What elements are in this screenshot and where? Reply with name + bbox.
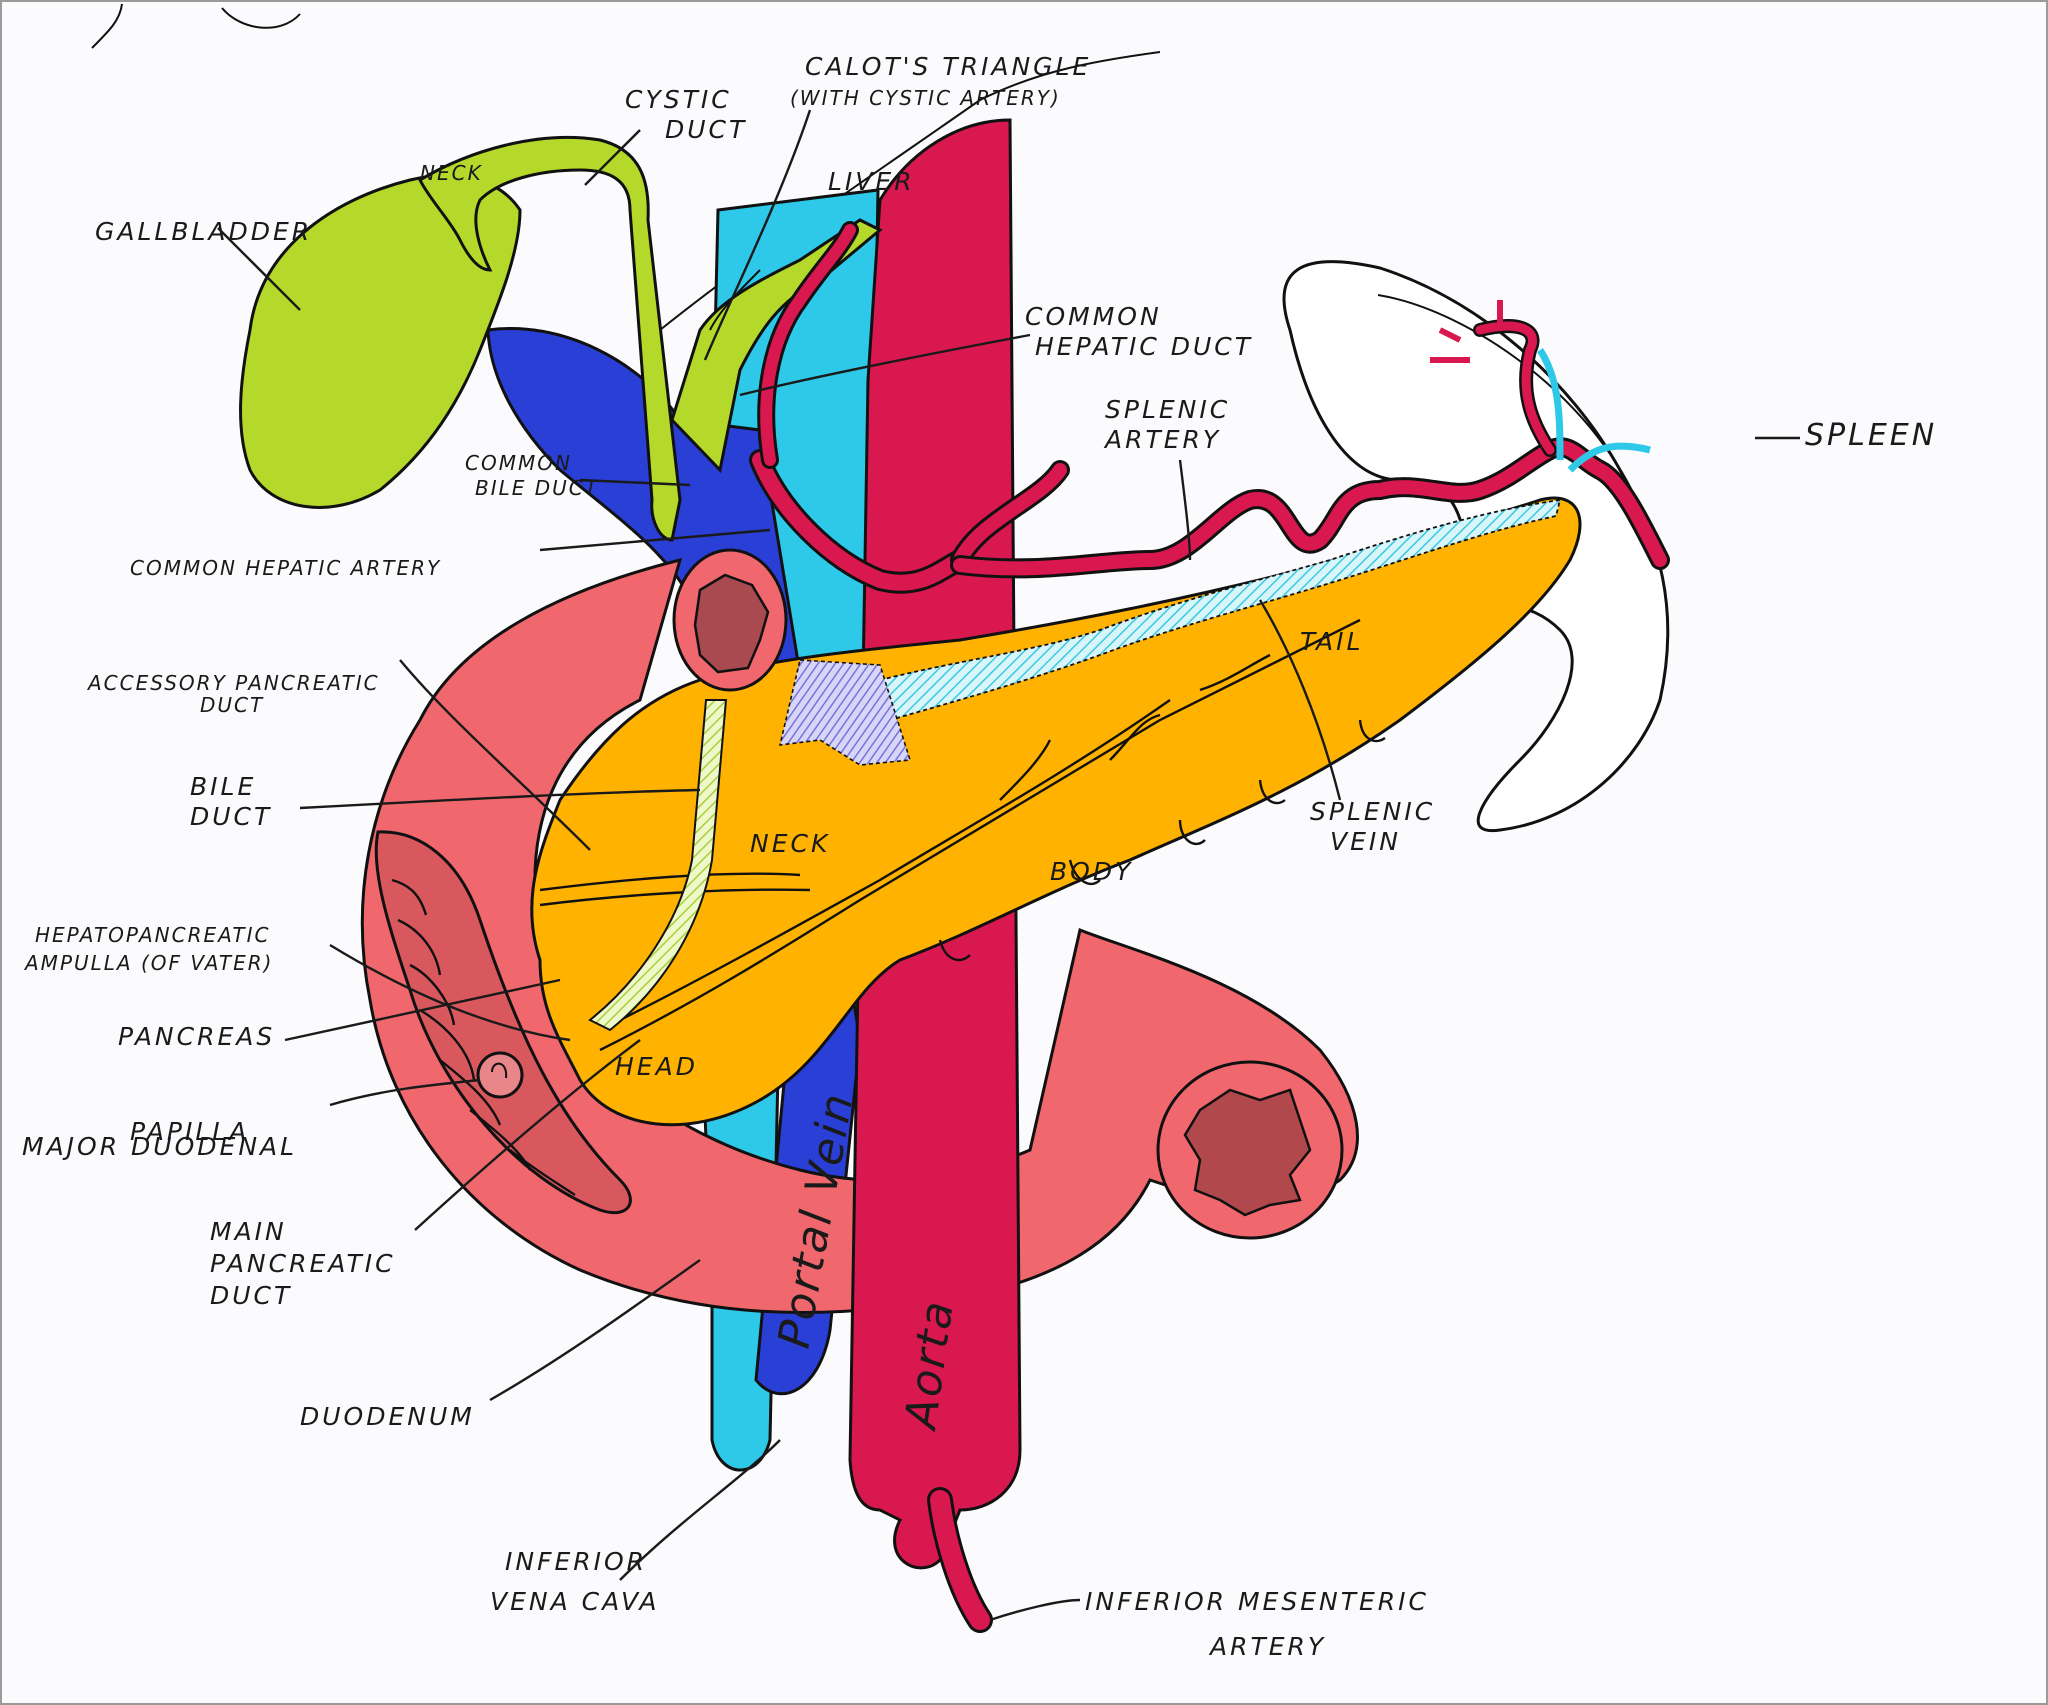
label-bile-duct-2: DUCT [190,802,272,831]
label-ima-1: INFERIOR MESENTERIC [1085,1587,1429,1616]
label-main-pancreatic-duct-3: DUCT [210,1281,292,1310]
label-accessory-pancreatic-duct-2: DUCT [200,693,264,717]
duodenum-lumen [1183,1088,1312,1217]
common-hepatic-artery [749,221,1070,594]
papilla-opening [491,1062,508,1079]
label-neck-pancreas: NECK [750,829,830,858]
major-duodenal-papilla [476,1051,524,1099]
label-hepatopancreatic-1: HEPATOPANCREATIC [35,923,270,947]
label-ima-2: ARTERY [1208,1632,1326,1661]
label-hepatopancreatic-2: AMPULLA (OF VATER) [23,951,273,975]
leader-lines [217,109,1800,1622]
label-cystic-duct-2: DUCT [665,115,747,144]
label-duodenum: DUODENUM [300,1402,475,1431]
label-pancreas: PANCREAS [118,1022,275,1051]
label-common-hepatic-duct-1: COMMON [1025,302,1162,331]
label-gallbladder: GALLBLADDER [95,217,312,246]
label-common-hepatic-duct-2: HEPATIC DUCT [1035,332,1253,361]
label-ivc-1: INFERIOR [505,1547,647,1576]
cut-vessel-lumen [693,573,770,674]
label-tail: TAIL [1300,627,1363,656]
label-major-duodenal-papilla-2: PAPILLA [130,1117,249,1146]
duodenum-inner-wall [374,830,632,1215]
splenic-vein-branches [1537,348,1651,473]
duodenum-folds [391,878,576,1196]
label-head: HEAD [615,1052,698,1081]
label-calot-1: CALOT'S TRIANGLE [805,52,1091,81]
splenic-artery [950,300,1670,579]
label-bile-duct-1: BILE [190,772,256,801]
label-calot-2: (WITH CYSTIC ARTERY) [790,86,1061,110]
label-common-bile-duct-2: BILE DUCT [475,476,599,500]
pancreas [530,496,1582,1127]
label-body: BODY [1050,857,1133,886]
accessory-pancreatic-duct [539,872,811,907]
main-pancreatic-duct [599,618,1361,1052]
label-neck-gallbladder: NECK [420,161,483,185]
label-cystic-duct-1: CYSTIC [625,85,732,114]
pancreas-lobulations [938,719,1386,962]
sketch-remnant [221,7,301,29]
common-hepatic-duct [670,218,883,474]
label-main-pancreatic-duct-2: PANCREATIC [210,1249,396,1278]
label-ivc-2: VENA CAVA [490,1587,659,1616]
splenic-vein [878,498,1562,722]
sketch-remnant [91,3,123,49]
label-common-bile-duct-1: COMMON [465,451,572,475]
bile-duct [588,699,728,1032]
label-spleen: SPLEEN [1805,418,1937,453]
label-accessory-pancreatic-duct-1: ACCESSORY PANCREATIC [86,671,380,695]
label-liver: LIVER [828,167,915,196]
label-major-duodenal-papilla-1: MAJOR DUODENAL [22,1132,297,1161]
label-splenic-artery-2: ARTERY [1103,425,1221,454]
cystic-duct [418,135,682,542]
label-main-pancreatic-duct-1: MAIN [210,1217,287,1246]
gallbladder [239,173,522,509]
label-splenic-vein-1: SPLENIC [1310,797,1435,826]
superior-mesenteric-vessels-patch [778,659,912,766]
inferior-mesenteric-artery [930,1490,990,1630]
label-splenic-artery-1: SPLENIC [1105,395,1230,424]
label-common-hepatic-artery: COMMON HEPATIC ARTERY [130,556,441,580]
label-splenic-vein-2: VEIN [1330,827,1401,856]
